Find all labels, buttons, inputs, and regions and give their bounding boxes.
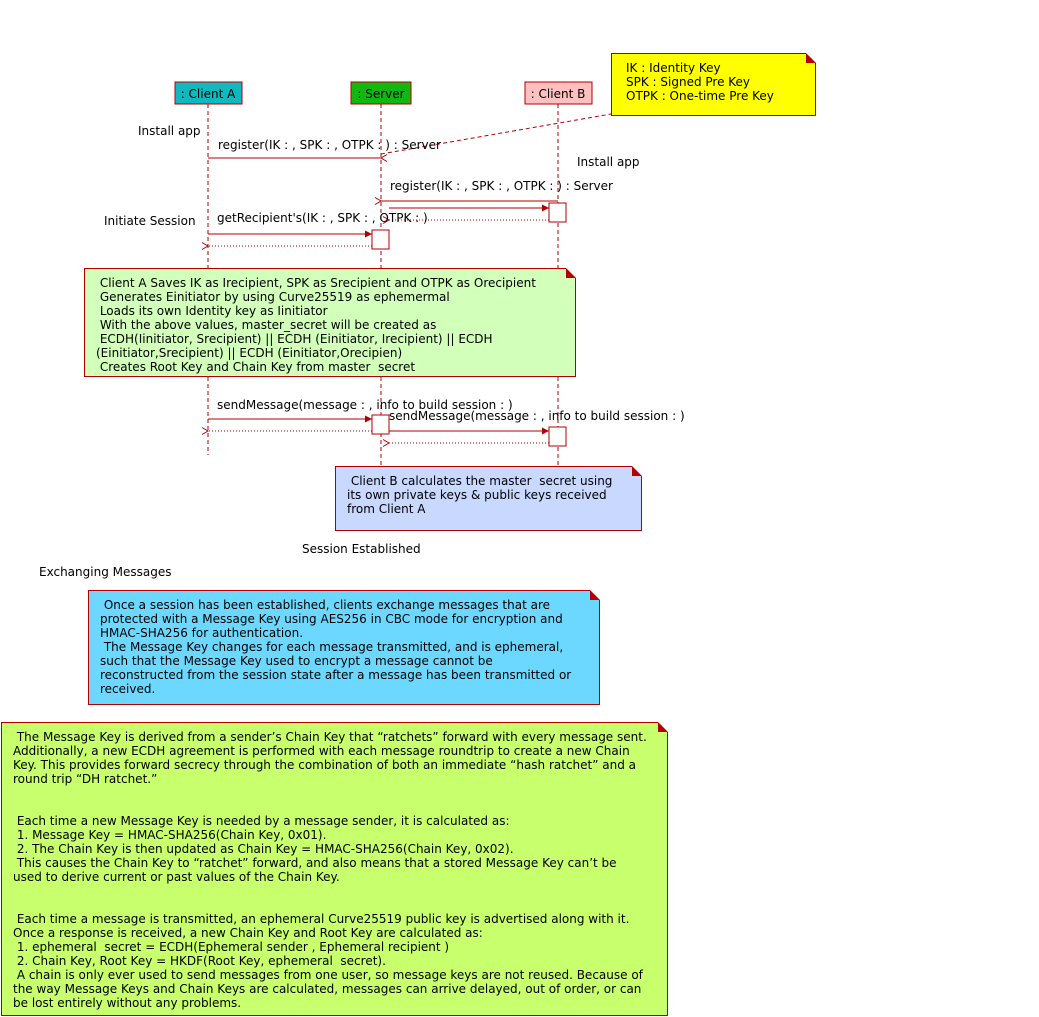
server-title: : Server [357,87,404,101]
client-b-calc-note: Client B calculates the master secret us… [335,466,642,531]
server-activation-2 [371,414,390,435]
client-b-head: : Client B [524,81,593,105]
client-a-title: : Client A [181,87,236,101]
session-info-text: Once a session has been established, cli… [100,598,572,696]
client-a-head: : Client A [174,81,243,105]
message-register-a: register(IK : , SPK : , OTPK : ) : Serve… [218,138,441,152]
message-register-b: register(IK : , SPK : , OTPK : ) : Serve… [390,179,613,193]
client-a-saves-text: Client A Saves IK as Irecipient, SPK as … [96,276,536,374]
ratchet-info-note: The Message Key is derived from a sender… [1,722,668,1016]
initiate-session-label: Initiate Session [104,214,196,228]
install-app-a-label: Install app [138,124,201,138]
client-b-title: : Client B [531,87,586,101]
message-get-recipient: getRecipient's(IK : , SPK : , OTPK : ) [217,211,428,225]
message-send-b: sendMessage(message : , info to build se… [389,409,685,423]
legend-text: IK : Identity Key SPK : Signed Pre Key O… [626,61,774,103]
session-info-note: Once a session has been established, cli… [88,590,600,705]
install-app-b-label: Install app [577,155,640,169]
client-b-calc-text: Client B calculates the master secret us… [347,474,613,516]
server-activation-1 [371,229,390,250]
session-established-label: Session Established [302,542,421,556]
server-head: : Server [350,81,412,105]
client-b-activation-1 [548,202,567,223]
message-send-a: sendMessage(message : , info to build se… [217,398,513,412]
legend-note: IK : Identity Key SPK : Signed Pre Key O… [611,53,816,116]
client-a-saves-note: Client A Saves IK as Irecipient, SPK as … [84,268,576,377]
ratchet-info-text: The Message Key is derived from a sender… [13,730,647,1010]
client-b-activation-2 [548,426,567,447]
legend-anchor-line [380,113,612,155]
exchanging-messages-label: Exchanging Messages [39,565,172,579]
